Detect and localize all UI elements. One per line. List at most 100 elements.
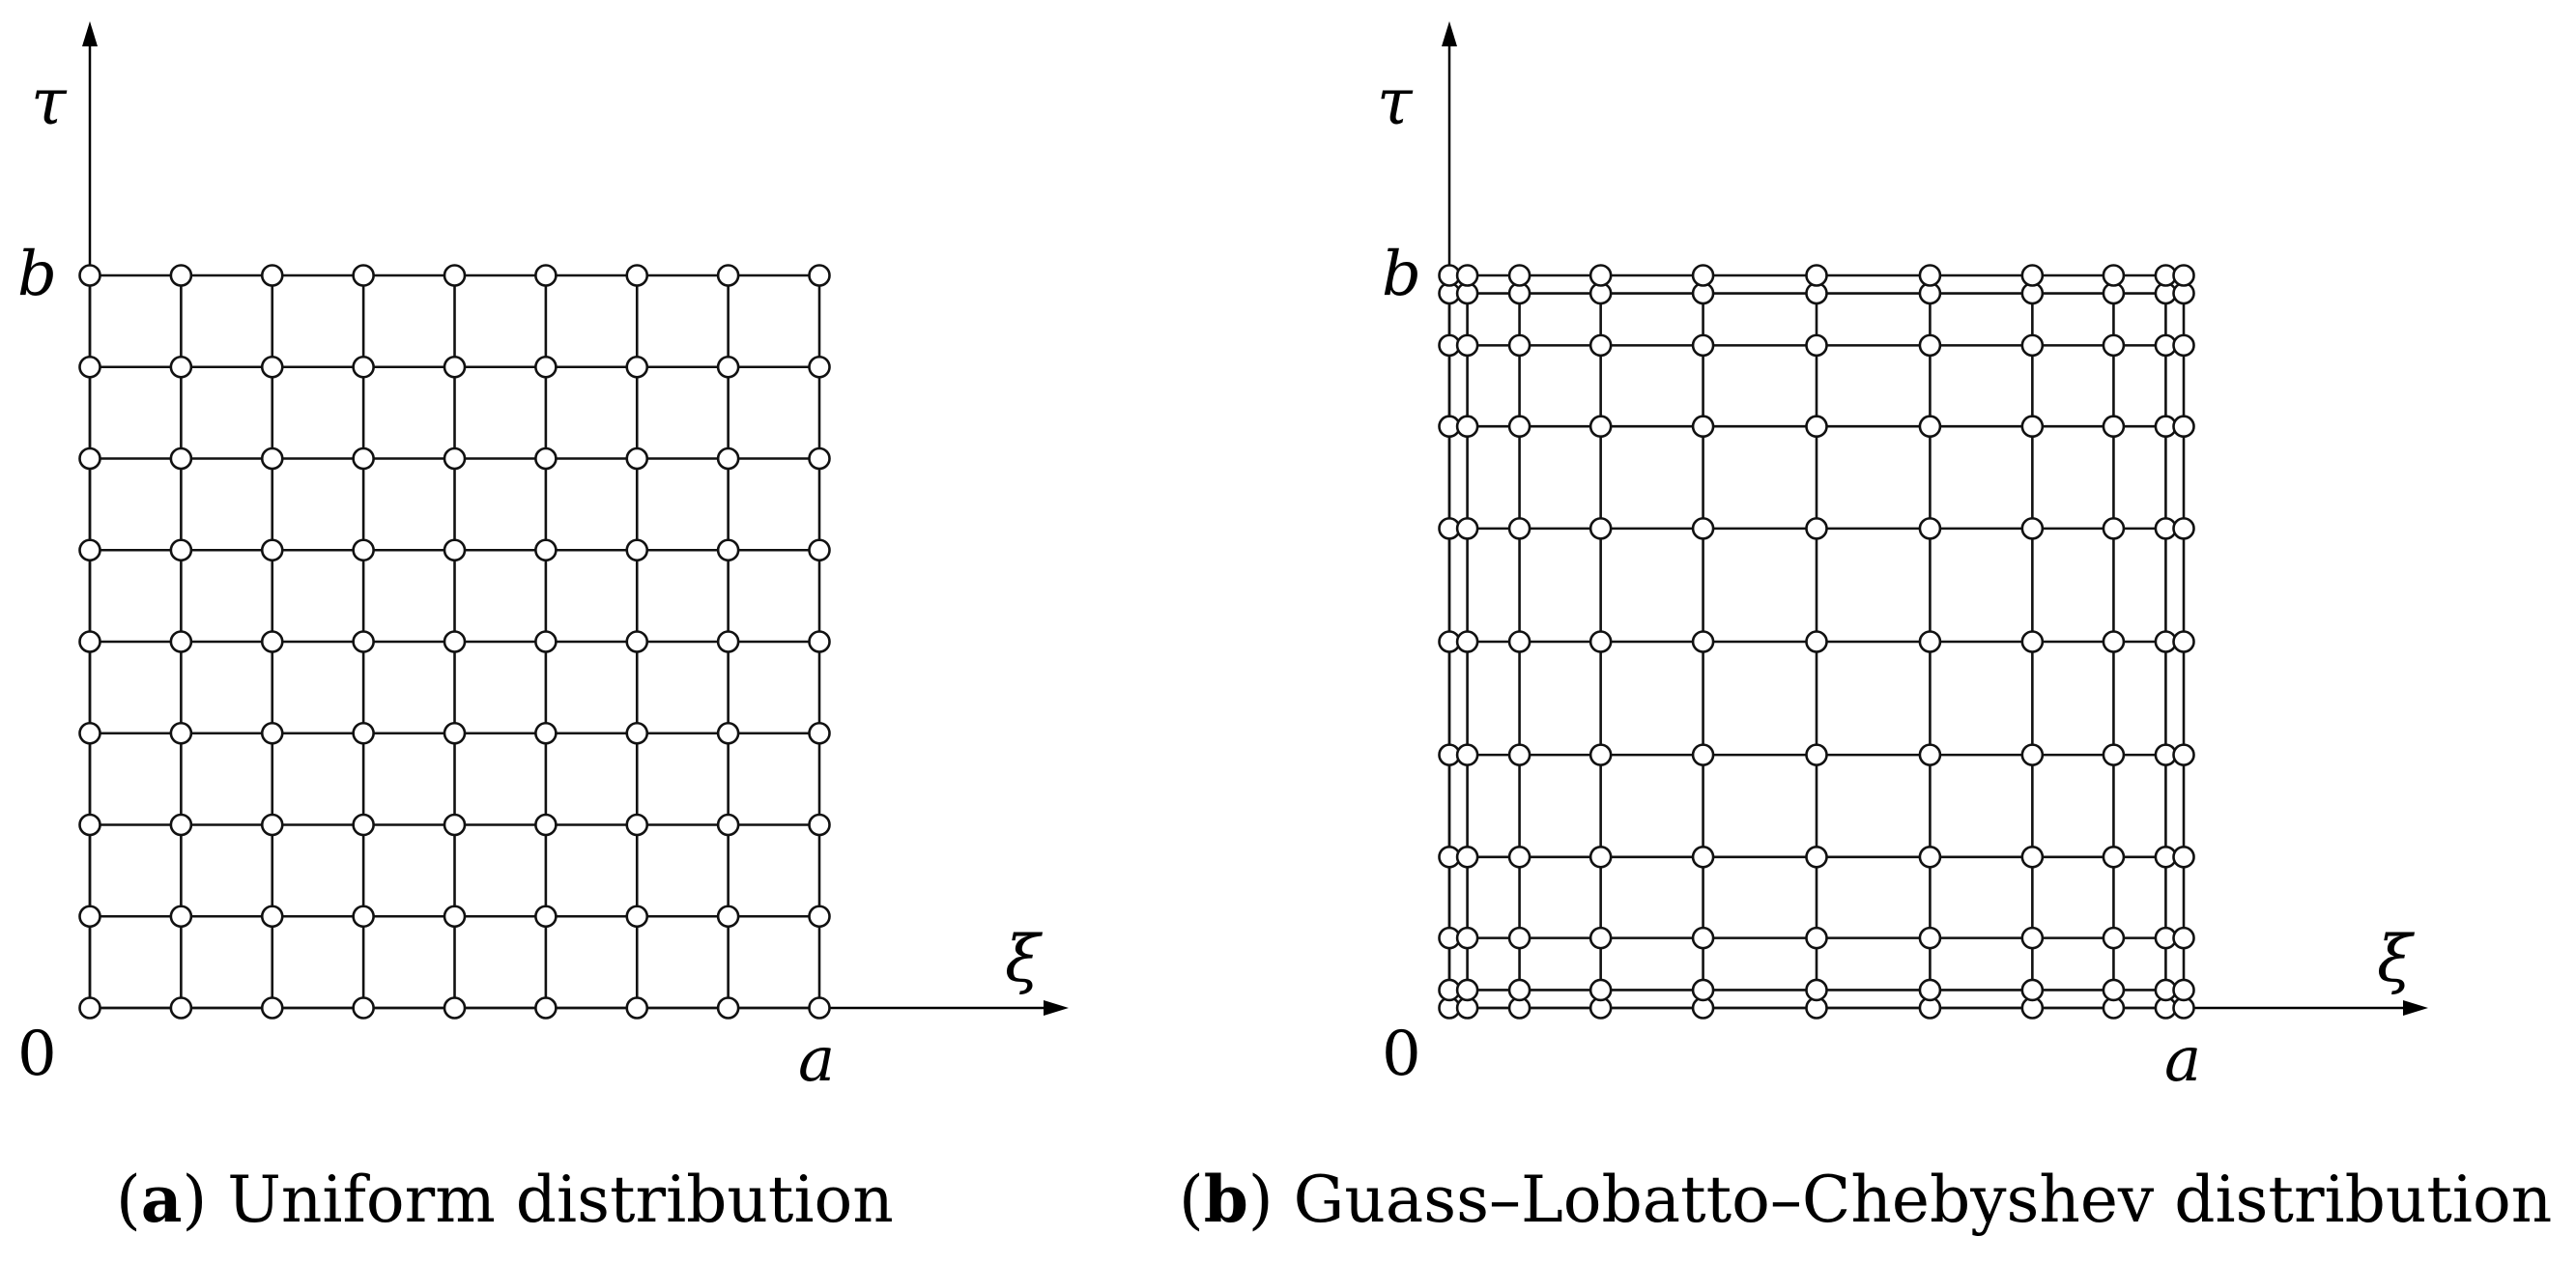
grid-node — [1805, 743, 1828, 766]
axes — [82, 21, 1069, 1016]
grid-node — [1507, 517, 1531, 540]
grid-node — [352, 905, 375, 929]
grid-node — [2020, 264, 2045, 287]
grid-node — [260, 630, 284, 653]
grid-node — [260, 721, 284, 745]
grid-node — [1918, 978, 1942, 1002]
grid-node — [169, 813, 193, 837]
grid-node — [1507, 926, 1531, 950]
caption-tag: b — [1203, 1162, 1248, 1237]
grid-node — [808, 996, 831, 1020]
y-axis-arrowhead — [1442, 21, 1457, 46]
grid-node — [625, 264, 649, 287]
grid-node — [625, 538, 649, 562]
grid-node — [78, 905, 101, 929]
grid-node — [1507, 630, 1531, 653]
grid-node — [808, 630, 831, 653]
grid-node — [1805, 333, 1828, 358]
grid-node — [1691, 517, 1715, 540]
grid-node — [1918, 743, 1942, 766]
grid-node — [1589, 978, 1613, 1002]
grid-node — [2172, 264, 2195, 287]
grid-node — [1805, 264, 1828, 287]
grid-node — [1691, 845, 1715, 869]
grid-node — [1691, 743, 1715, 766]
x-axis-arrowhead — [1044, 1000, 1069, 1016]
grid-node — [1455, 264, 1479, 287]
grid-node — [78, 446, 101, 471]
grid-node — [808, 355, 831, 379]
grid-node — [625, 905, 649, 929]
grid-node — [1455, 415, 1479, 439]
grid-node — [2102, 264, 2126, 287]
grid-node — [2102, 415, 2126, 439]
panel-b: τ ξ b a 0 — [1377, 21, 2428, 1096]
grid-node — [1918, 630, 1942, 653]
grid-node — [1691, 264, 1715, 287]
grid-node — [1691, 333, 1715, 358]
caption-b: (b) Guass–Lobatto–Chebyshev distribution — [1179, 1162, 2553, 1237]
grid-node — [2020, 978, 2045, 1002]
caption-tag: a — [140, 1162, 183, 1237]
grid-node — [716, 538, 740, 562]
x-end-label: a — [798, 1024, 835, 1096]
grid-node — [2172, 743, 2195, 766]
grid-node — [534, 813, 558, 837]
grid-node — [260, 446, 284, 471]
origin-label: 0 — [1382, 1019, 1421, 1090]
grid-node — [2102, 517, 2126, 540]
grid-node — [169, 264, 193, 287]
grid-node — [1507, 845, 1531, 869]
grid-node — [1589, 333, 1613, 358]
grid-node — [808, 538, 831, 562]
grid-node — [625, 446, 649, 471]
grid-node — [2020, 517, 2045, 540]
grid-node — [625, 813, 649, 837]
grid-node — [1918, 926, 1942, 950]
grid-node — [78, 630, 101, 653]
grid-node — [1455, 845, 1479, 869]
grid-node — [534, 538, 558, 562]
grid-node — [1507, 978, 1531, 1002]
grid-node — [443, 264, 467, 287]
grid-node — [2102, 630, 2126, 653]
grid-node — [443, 996, 467, 1020]
grid-node — [2020, 743, 2045, 766]
grid-node — [1805, 415, 1828, 439]
grid-node — [1589, 517, 1613, 540]
grid-node — [2102, 845, 2126, 869]
grid-node — [808, 264, 831, 287]
grid-node — [2102, 333, 2126, 358]
grid-node — [1589, 743, 1613, 766]
grid-node — [2172, 845, 2195, 869]
grid-node — [716, 996, 740, 1020]
grid-node — [2020, 630, 2045, 653]
grid-node — [808, 905, 831, 929]
grid-node — [625, 996, 649, 1020]
grid-node — [808, 446, 831, 471]
grid-node — [1918, 264, 1942, 287]
grid-node — [260, 538, 284, 562]
grid-node — [2102, 926, 2126, 950]
grid-node — [1805, 845, 1828, 869]
grid-node — [169, 446, 193, 471]
grid-node — [169, 630, 193, 653]
grid-node — [1589, 845, 1613, 869]
grid-node — [1507, 415, 1531, 439]
grid-node — [716, 721, 740, 745]
grid-node — [78, 721, 101, 745]
grid-node — [1805, 630, 1828, 653]
grid-node — [1455, 630, 1479, 653]
x-end-label: a — [2164, 1024, 2201, 1096]
y-end-label: b — [1382, 239, 1421, 310]
grid-node — [1589, 630, 1613, 653]
grid-node — [443, 630, 467, 653]
grid-node — [1507, 264, 1531, 287]
grid-node — [260, 355, 284, 379]
grid-node — [1507, 333, 1531, 358]
grid-node — [2020, 415, 2045, 439]
grid-node — [1507, 743, 1531, 766]
grid-node — [534, 355, 558, 379]
grid-node — [443, 538, 467, 562]
